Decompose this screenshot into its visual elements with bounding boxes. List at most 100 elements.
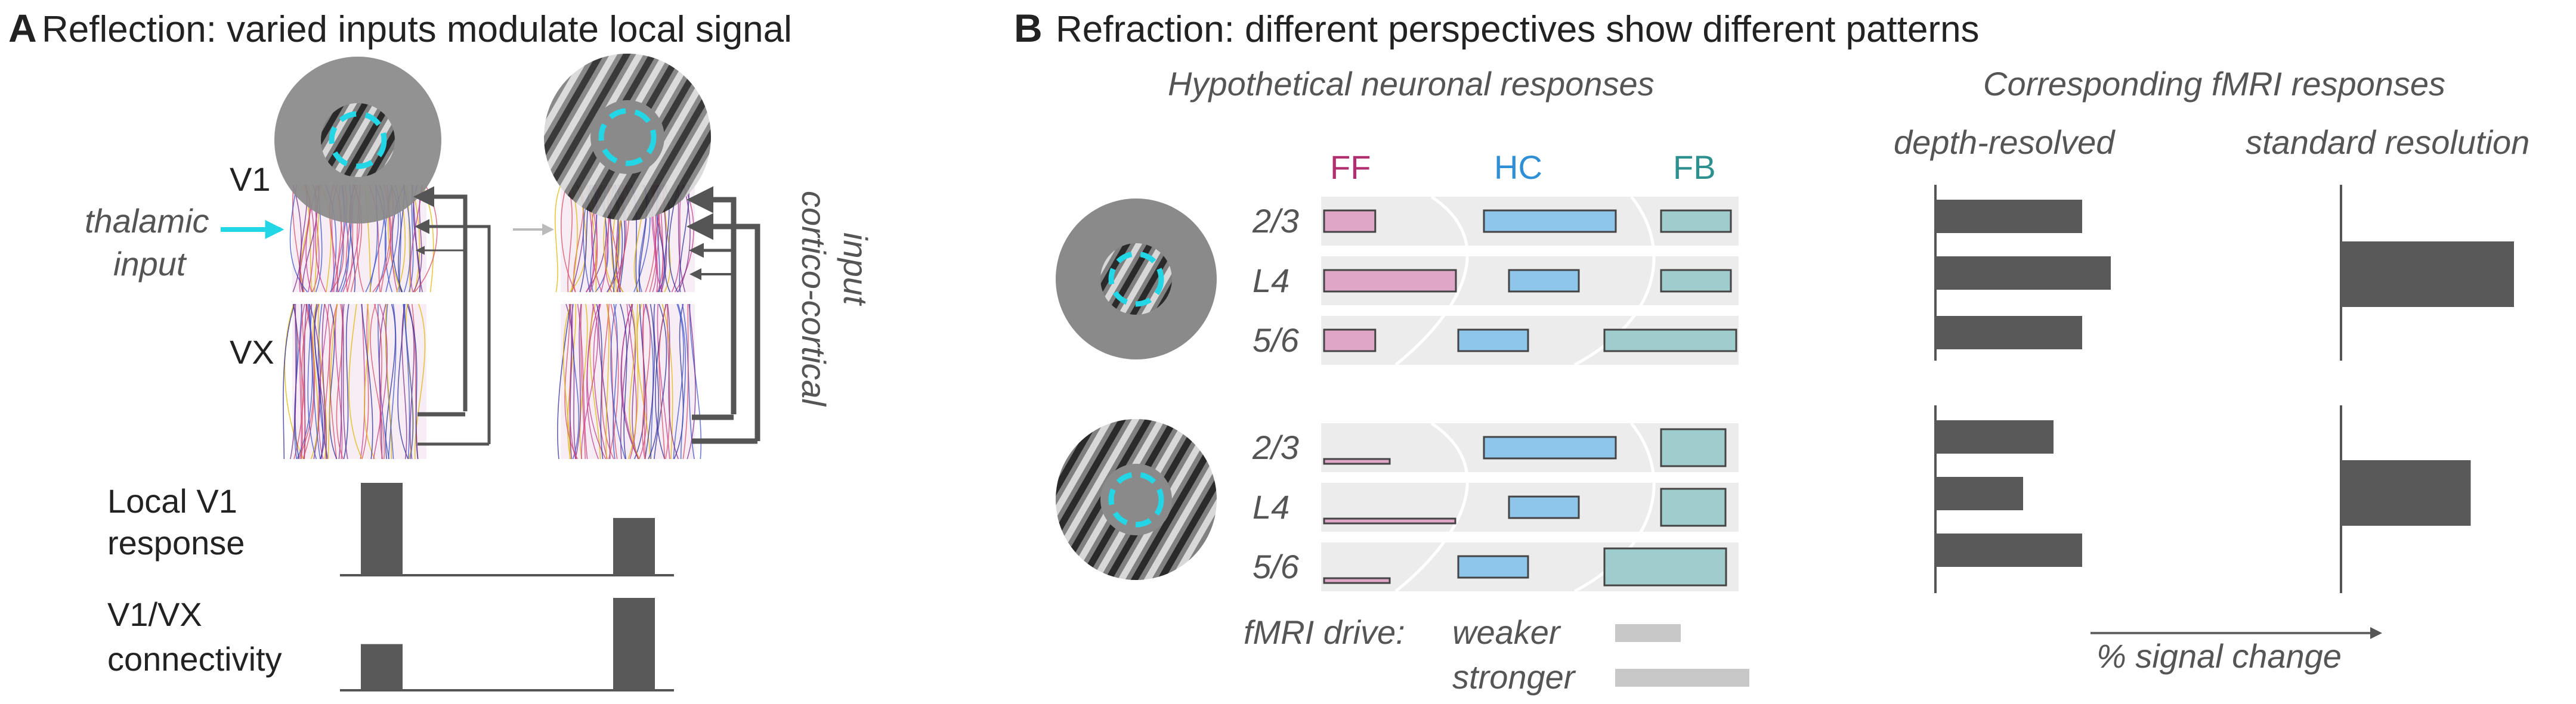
neuron-strand — [341, 303, 348, 460]
neuron-strand — [620, 303, 627, 460]
layer-label: L4 — [1253, 262, 1289, 299]
neuron-strand — [336, 303, 344, 460]
neuron-strand — [620, 303, 633, 460]
tissue-right-vx — [557, 303, 702, 460]
neuron-strand — [329, 303, 338, 460]
neuron-strand — [308, 303, 321, 460]
panel-b: B Refraction: different perspectives sho… — [1014, 6, 2529, 696]
fmri-drive-label: fMRI drive: — [1244, 613, 1405, 651]
neuron-strand — [605, 303, 610, 460]
column-header-hc: HC — [1494, 148, 1542, 186]
cortico-label-1: cortico-cortical — [795, 191, 833, 407]
left-feedback-arrows — [413, 186, 491, 446]
neuronal-bar-ff — [1323, 577, 1391, 584]
neuron-strand — [589, 303, 601, 460]
depth-bar-large — [1935, 534, 2082, 567]
column-divider — [1394, 421, 1469, 593]
stimulus-large-disk-b — [1056, 419, 1217, 580]
standard-bar-large — [2341, 460, 2471, 526]
column-header-fb: FB — [1673, 148, 1716, 186]
v1-label: V1 — [230, 160, 271, 198]
neuron-strand — [361, 303, 369, 460]
weaker-swatch — [1615, 624, 1681, 642]
neuron-strand — [299, 303, 305, 460]
connectivity-label-2: connectivity — [107, 640, 282, 678]
weaker-label: weaker — [1452, 613, 1561, 651]
neuronal-bar-hc — [1483, 209, 1617, 233]
fmri-bars — [1934, 185, 2514, 593]
panel-a-letter: A — [8, 6, 37, 50]
neuron-strand — [554, 184, 562, 293]
panel-a-title: Reflection: varied inputs modulate local… — [42, 9, 792, 50]
neuron-strand — [626, 303, 637, 460]
column-header-ff: FF — [1330, 148, 1371, 186]
neuron-strand — [565, 303, 577, 460]
neuronal-bar-hc — [1508, 495, 1580, 519]
neuron-strand — [636, 303, 651, 460]
neuron-strand — [661, 303, 673, 460]
neuron-strand — [324, 303, 330, 460]
stimulus-small-disk — [274, 57, 441, 224]
local-v1-label-2: response — [107, 524, 245, 562]
local-v1-bar-large-stimulus — [613, 517, 655, 575]
neuron-strand — [404, 303, 414, 460]
local-v1-bars — [361, 483, 655, 575]
neuronal-bar-fb — [1660, 428, 1727, 467]
neuron-strand — [654, 303, 667, 460]
neuron-strand — [598, 303, 611, 460]
connectivity-label-1: V1/VX — [107, 596, 202, 633]
layer-label: L4 — [1253, 488, 1289, 526]
depth-bar-small — [1935, 256, 2111, 290]
neuron-strand — [343, 303, 350, 460]
standard-resolution-title: standard resolution — [2246, 123, 2529, 161]
connectivity-bars — [361, 598, 655, 690]
neuron-strand — [658, 303, 667, 460]
layer-label: 2/3 — [1252, 429, 1299, 466]
neuronal-bar-ff — [1323, 517, 1456, 525]
neuron-strand — [327, 303, 338, 460]
neuron-strand — [314, 303, 324, 460]
neuron-strand — [571, 303, 580, 460]
tissue-left-vx — [283, 303, 426, 460]
neuron-strand — [621, 303, 639, 460]
neuron-strand — [577, 303, 588, 460]
neuron-strand — [397, 303, 409, 460]
neuron-strand — [329, 303, 338, 460]
column-divider — [1394, 195, 1469, 366]
neuron-strand — [364, 303, 376, 460]
neuron-strand — [644, 303, 655, 460]
neuron-strand — [608, 303, 619, 460]
neuron-strand — [601, 303, 614, 460]
neuron-strand — [673, 303, 684, 460]
neuron-strand — [667, 303, 679, 460]
right-feedback-arrows — [686, 186, 760, 444]
neuron-strand — [629, 303, 641, 460]
panel-b-title: Refraction: different perspectives show … — [1056, 9, 1980, 50]
neuron-strand — [307, 303, 317, 460]
neuron-strand — [569, 303, 576, 460]
neuronal-bar-fb — [1660, 488, 1727, 527]
neuron-strand — [610, 303, 626, 460]
neuronal-bar-hc — [1483, 436, 1617, 460]
neuron-strand — [627, 303, 639, 460]
neuron-strand — [678, 303, 686, 460]
neuronal-bar-ff — [1323, 328, 1377, 352]
neuronal-bars — [1323, 209, 1737, 587]
stronger-swatch — [1615, 669, 1749, 687]
layer-label: 2/3 — [1252, 202, 1299, 240]
neuron-strand — [634, 303, 646, 460]
stimulus-small-disk-b — [1056, 199, 1217, 359]
depth-bar-large — [1935, 477, 2023, 510]
neuronal-bar-hc — [1508, 269, 1580, 293]
connectivity-bar-large-stimulus — [613, 598, 655, 690]
neuron-strand — [613, 303, 618, 460]
neuron-strand — [283, 303, 295, 460]
thalamic-label-1: thalamic — [85, 202, 209, 240]
cortico-label: cortico-cortical input — [795, 191, 874, 407]
neuron-strand — [561, 184, 576, 293]
neuronal-bar-fb — [1603, 547, 1727, 587]
stimulus-large-disk — [544, 54, 711, 221]
neuron-strand — [403, 303, 410, 460]
neuron-strand — [348, 303, 363, 460]
